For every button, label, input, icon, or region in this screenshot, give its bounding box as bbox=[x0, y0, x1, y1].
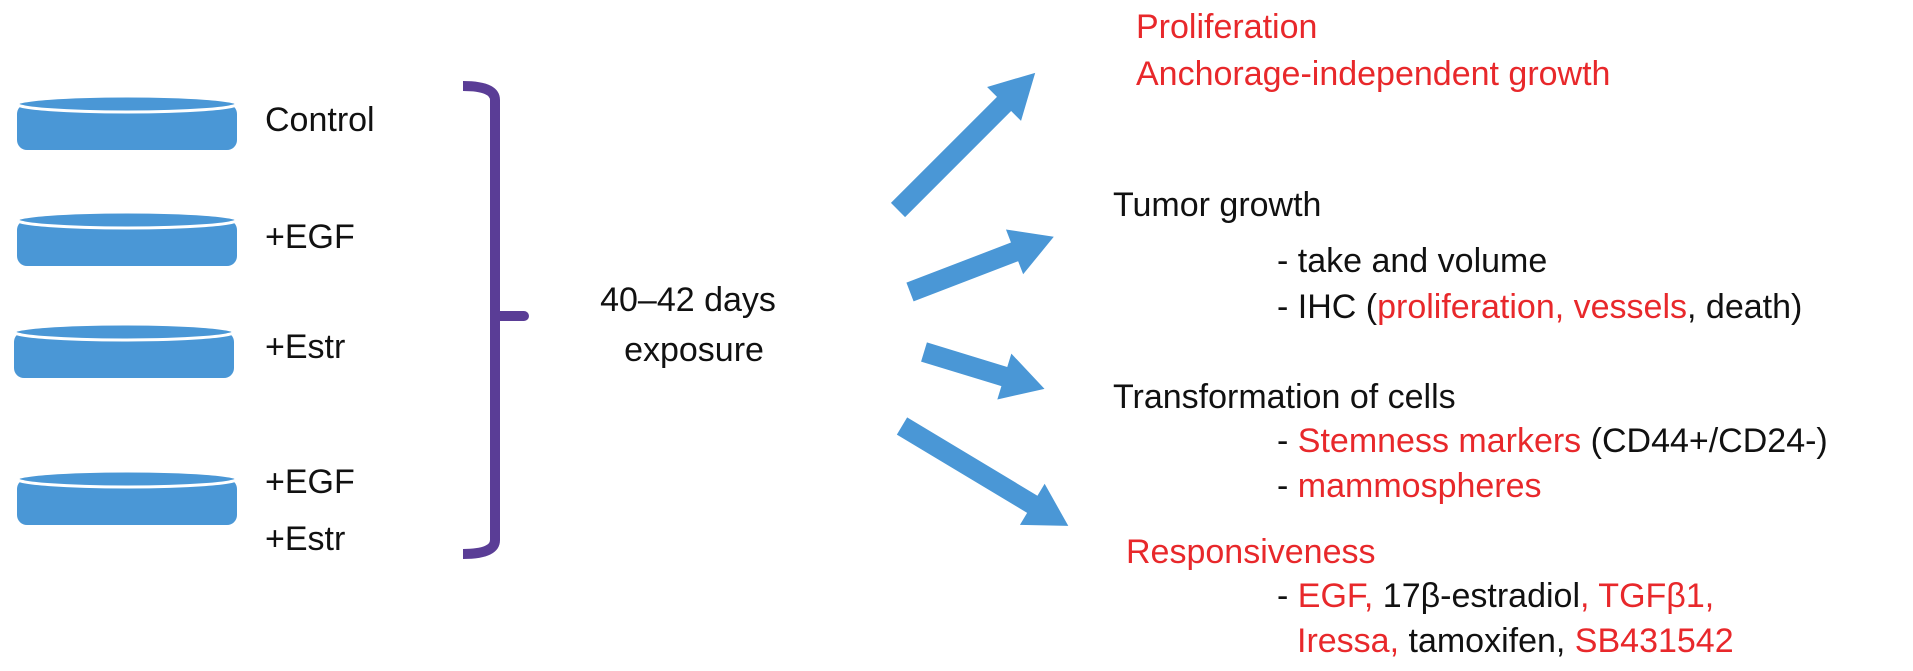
responsiveness-title: Responsiveness bbox=[1126, 533, 1375, 571]
arrow-responsiveness bbox=[896, 417, 1069, 526]
dish-control bbox=[15, 94, 239, 150]
resp-tgfb1: , TGFβ1, bbox=[1580, 577, 1714, 615]
outcome-responsiveness: Responsiveness - EGF, 17β-estradiol, TGF… bbox=[1126, 533, 1734, 660]
ihc-suffix: , death) bbox=[1687, 288, 1802, 326]
label-egf-combo: +EGF bbox=[265, 463, 355, 501]
responsiveness-line-2: Iressa, tamoxifen, SB431542 bbox=[1297, 622, 1734, 660]
stemness-prefix: - bbox=[1277, 422, 1298, 460]
responsiveness-line-1: - EGF, 17β-estradiol, TGFβ1, bbox=[1277, 577, 1714, 615]
outcome-arrows bbox=[890, 72, 1069, 526]
proliferation-title: Proliferation bbox=[1136, 8, 1317, 46]
stemness-suffix: (CD44+/CD24-) bbox=[1581, 422, 1828, 460]
stemness-line: - Stemness markers (CD44+/CD24-) bbox=[1277, 422, 1828, 460]
anchorage-independent-growth: Anchorage-independent growth bbox=[1136, 55, 1610, 93]
transformation-title: Transformation of cells bbox=[1113, 378, 1456, 416]
dish-egf bbox=[15, 210, 239, 266]
outcome-proliferation: Proliferation Anchorage-independent grow… bbox=[1136, 8, 1610, 93]
exposure-label: 40–42 days exposure bbox=[600, 281, 776, 369]
outcome-transformation: Transformation of cells - Stemness marke… bbox=[1113, 378, 1828, 505]
resp-egf: EGF, bbox=[1298, 577, 1374, 615]
exposure-word: exposure bbox=[624, 331, 764, 369]
mammospheres-prefix: - bbox=[1277, 467, 1298, 505]
dish-egf-estr bbox=[15, 469, 239, 525]
stemness-markers: Stemness markers bbox=[1298, 422, 1581, 460]
tumor-ihc-line: - IHC (proliferation, vessels, death) bbox=[1277, 288, 1802, 326]
ihc-highlight: proliferation, vessels bbox=[1377, 288, 1687, 326]
ihc-prefix: - IHC ( bbox=[1277, 288, 1378, 326]
tumor-take-volume: - take and volume bbox=[1277, 242, 1547, 280]
culture-dishes bbox=[12, 94, 239, 525]
arrow-transformation bbox=[921, 342, 1045, 400]
resp-tamoxifen: tamoxifen, bbox=[1399, 622, 1565, 660]
exposure-duration: 40–42 days bbox=[600, 281, 776, 319]
mammospheres-line: - mammospheres bbox=[1277, 467, 1542, 505]
resp-estradiol: 17β-estradiol bbox=[1373, 577, 1580, 615]
label-estr-combo: +Estr bbox=[265, 520, 345, 558]
dish-estr bbox=[12, 322, 236, 378]
label-control: Control bbox=[265, 101, 375, 139]
label-estr: +Estr bbox=[265, 328, 345, 366]
arrow-proliferation bbox=[890, 72, 1036, 218]
arrow-tumor bbox=[906, 229, 1054, 302]
resp-prefix: - bbox=[1277, 577, 1298, 615]
label-egf: +EGF bbox=[265, 218, 355, 256]
outcome-tumor-growth: Tumor growth - take and volume - IHC (pr… bbox=[1113, 186, 1802, 326]
mammospheres: mammospheres bbox=[1298, 467, 1542, 505]
resp-sb431542: SB431542 bbox=[1565, 622, 1733, 660]
tumor-growth-title: Tumor growth bbox=[1113, 186, 1321, 224]
condition-labels: Control +EGF +Estr +EGF +Estr bbox=[265, 101, 375, 558]
treatment-bracket bbox=[462, 81, 529, 559]
resp-iressa: Iressa, bbox=[1297, 622, 1399, 660]
